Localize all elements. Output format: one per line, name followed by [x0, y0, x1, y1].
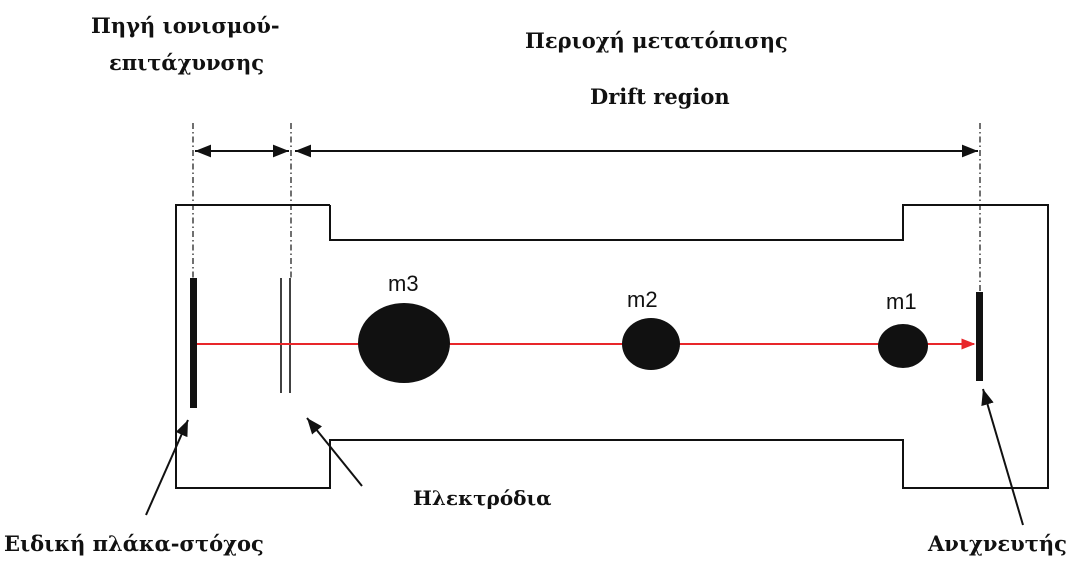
chamber-outline: [175, 204, 1049, 489]
target-plate-label: Ειδική πλάκα-στόχος: [4, 531, 264, 556]
ion-source-label-line2: επιτάχυνσης: [109, 50, 265, 75]
detector-label: Ανιχνευτής: [928, 531, 1067, 556]
drift-region-greek-label: Περιοχή μετατόπισης: [525, 28, 788, 53]
drift-region-english-label: Drift region: [590, 84, 730, 109]
target-plate: [190, 278, 197, 408]
ion-m2-label: m2: [627, 287, 658, 312]
ion-m1: [878, 324, 928, 368]
target-plate-pointer-arrow: [145, 419, 189, 516]
detector-plate: [976, 292, 983, 381]
ion-m1-label: m1: [886, 289, 917, 314]
ion-m2: [622, 318, 680, 370]
ion-source-label-line1: Πηγή ιονισμού-: [91, 13, 280, 38]
electrodes-pointer-arrow: [306, 417, 363, 487]
ion-m3: [358, 303, 450, 383]
electrodes-label: Ηλεκτρόδια: [413, 486, 552, 510]
ion-m3-label: m3: [388, 271, 419, 296]
detector-pointer-arrow: [981, 388, 1024, 526]
